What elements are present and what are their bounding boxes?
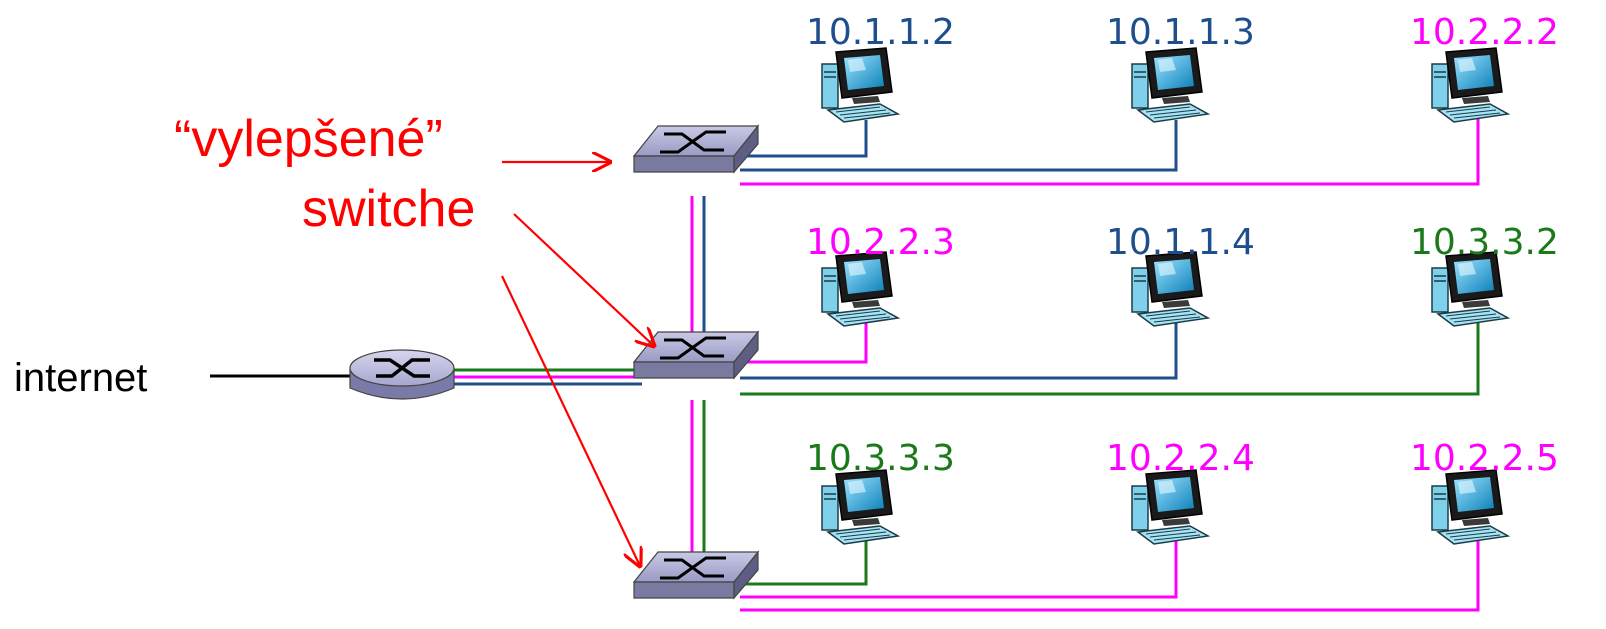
computer-icon [1131, 251, 1209, 327]
computer-icon [1131, 47, 1209, 123]
link-mid-blue [740, 322, 1178, 380]
link-mid-green [740, 322, 1480, 396]
internet-label: internet [14, 356, 147, 400]
computer-icon [821, 469, 899, 545]
annotation-arrow-bottom [501, 275, 640, 566]
host-ip-label: 10.1.1.3 [1106, 12, 1255, 53]
switch-icon-mid [632, 330, 760, 380]
host-ip-label: 10.2.2.2 [1410, 12, 1559, 53]
computer-icon [821, 47, 899, 123]
host-ip-label: 10.3.3.3 [806, 438, 955, 479]
switch-icon-top [632, 124, 760, 174]
link-mid-magenta [740, 322, 868, 364]
computer-icon [1431, 469, 1509, 545]
host-ip-label: 10.3.3.2 [1410, 222, 1559, 263]
link-bot-green [740, 540, 868, 586]
annotation-arrow-mid [513, 213, 654, 346]
link-top-blue [740, 120, 868, 158]
host-ip-label: 10.1.1.4 [1106, 222, 1255, 263]
switch-icon-bottom [632, 550, 760, 600]
annotation-line-1: “vylepšené” [174, 110, 443, 168]
host-ip-label: 10.2.2.5 [1410, 438, 1559, 479]
link-top-blue-2 [740, 120, 1178, 172]
link-bot-magenta-2 [740, 540, 1480, 612]
link-bot-magenta [740, 540, 1178, 599]
computer-icon [1131, 469, 1209, 545]
computer-icon [1431, 47, 1509, 123]
annotation-line-2: switche [302, 180, 475, 238]
router-icon [349, 349, 455, 400]
link-top-magenta [740, 118, 1480, 186]
computer-icon [821, 251, 899, 327]
host-ip-label: 10.2.2.4 [1106, 438, 1255, 479]
host-ip-label: 10.2.2.3 [806, 222, 955, 263]
host-ip-label: 10.1.1.2 [806, 12, 955, 53]
computer-icon [1431, 251, 1509, 327]
